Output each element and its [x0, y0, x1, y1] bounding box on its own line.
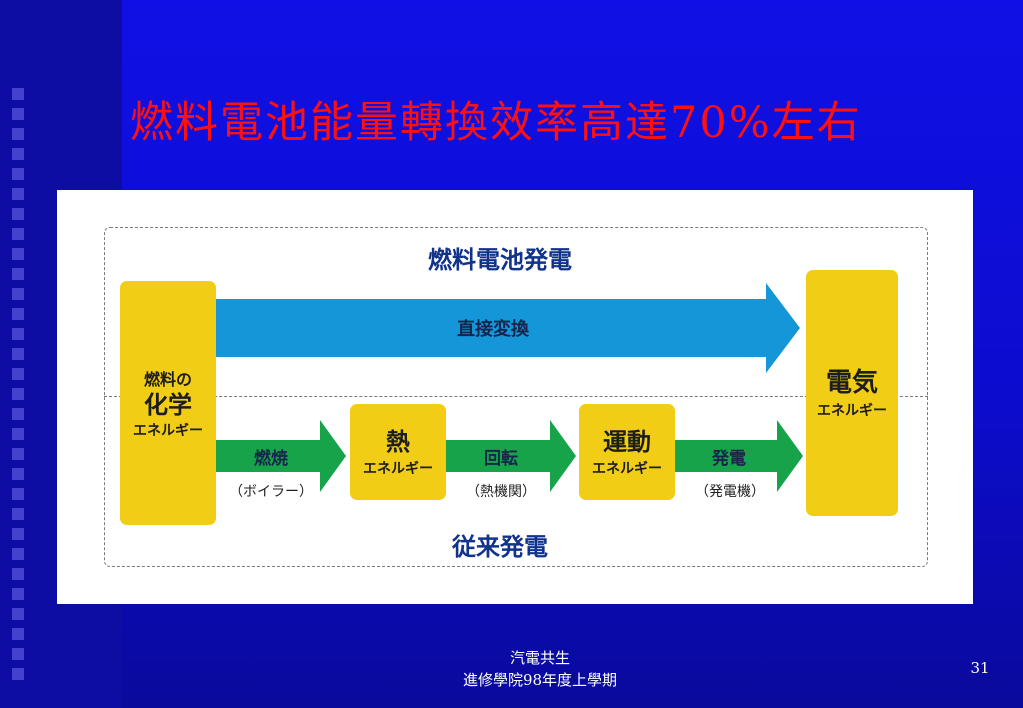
- direct-conversion-arrow: 直接変換: [216, 283, 800, 373]
- electric-energy-box: 電気 エネルギー: [806, 270, 898, 516]
- kinetic-energy-line2: エネルギー: [592, 461, 662, 477]
- fuel-cell-heading: 燃料電池発電: [428, 246, 572, 274]
- chemical-energy-line1: 燃料の: [143, 370, 192, 389]
- footer-line1: 汽電共生: [509, 649, 570, 667]
- generation-arrow: 発電: [675, 420, 803, 492]
- electric-energy-line1: 電気: [825, 368, 878, 398]
- rotation-label: 回転: [484, 448, 518, 469]
- heat-engine-label: （熱機関）: [466, 484, 536, 500]
- generation-label: 発電: [712, 448, 746, 469]
- slide-title: 燃料電池能量轉換效率高達70%左右: [130, 98, 862, 148]
- chemical-energy-box: 燃料の 化学 エネルギー: [120, 281, 216, 525]
- chemical-energy-line2: 化学: [144, 391, 192, 419]
- conventional-heading: 従来発電: [452, 533, 548, 561]
- electric-energy-line2: エネルギー: [817, 403, 887, 419]
- diagram-divider: [104, 396, 928, 397]
- page-number: 31: [970, 659, 990, 677]
- boiler-label: （ボイラー）: [229, 484, 313, 500]
- generator-label: （発電機）: [695, 484, 765, 500]
- heat-energy-line2: エネルギー: [363, 461, 433, 477]
- rotation-arrow: 回転: [446, 420, 576, 492]
- combustion-arrow: 燃焼: [216, 420, 346, 492]
- heat-energy-line1: 熱: [386, 428, 410, 456]
- footer: 汽電共生 進修學院98年度上學期: [440, 647, 640, 691]
- direct-conversion-label: 直接変換: [457, 319, 529, 340]
- kinetic-energy-box: 運動 エネルギー: [579, 404, 675, 500]
- heat-energy-box: 熱 エネルギー: [350, 404, 446, 500]
- kinetic-energy-line1: 運動: [603, 428, 651, 456]
- combustion-label: 燃焼: [254, 448, 288, 469]
- chemical-energy-line3: エネルギー: [133, 423, 203, 439]
- diagram-dashed-frame: [104, 227, 928, 567]
- footer-line2: 進修學院98年度上學期: [462, 671, 618, 689]
